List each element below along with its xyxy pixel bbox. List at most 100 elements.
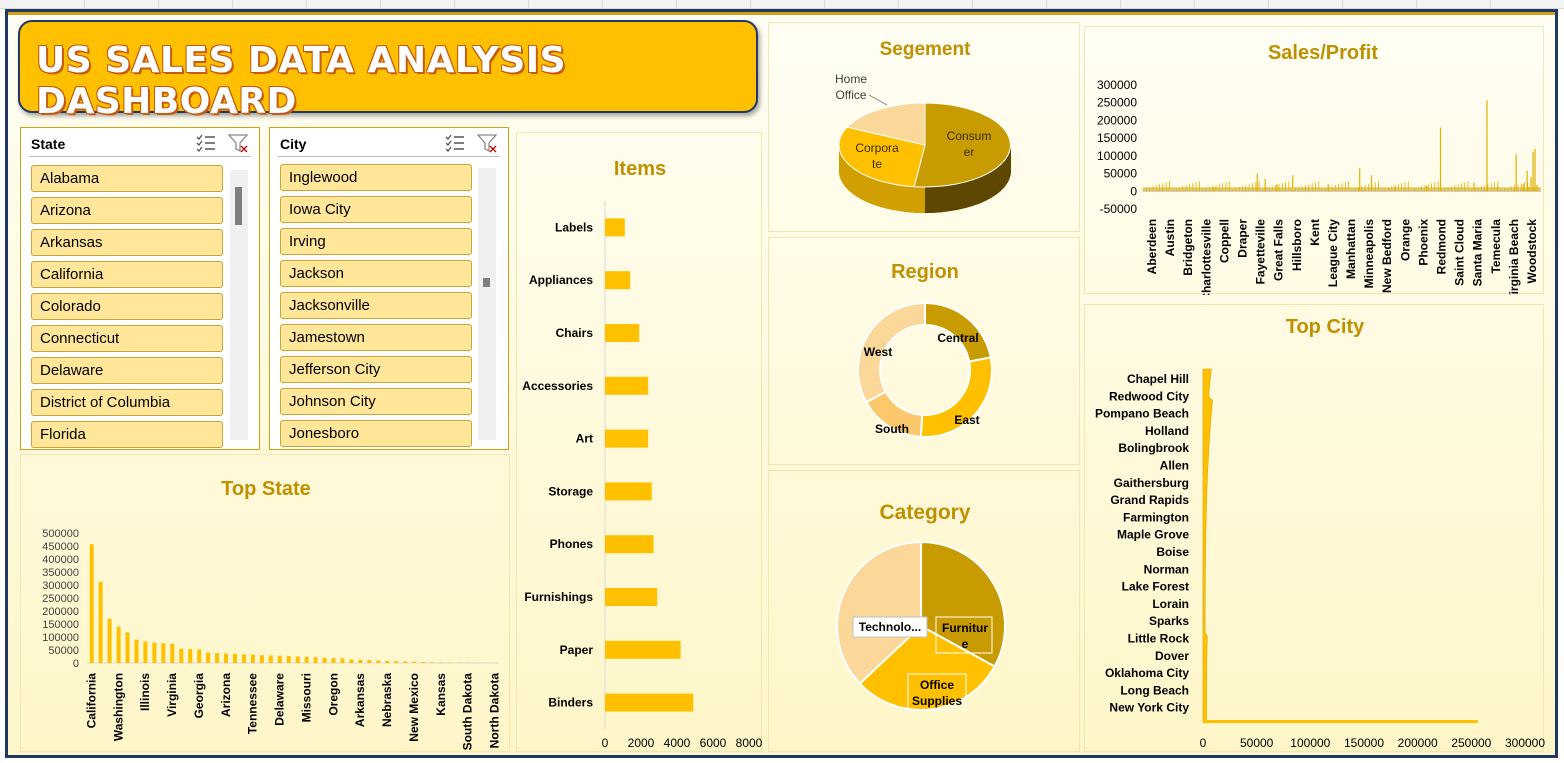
y-tick-label: Paper	[560, 643, 594, 657]
city-slicer-item[interactable]: Jamestown	[280, 324, 472, 351]
slice-label: Central	[937, 331, 978, 345]
x-tick-label: Virginia	[165, 673, 179, 717]
state-bar	[125, 632, 130, 663]
y-tick-label: Binders	[548, 696, 593, 710]
city-slicer-item[interactable]: Jefferson City	[280, 356, 472, 383]
y-tick-label: Allen	[1160, 459, 1189, 473]
city-slicer-item[interactable]: Jonesboro	[280, 420, 472, 447]
state-bar	[403, 661, 408, 663]
y-tick-label: 150000	[42, 619, 79, 631]
state-slicer-item[interactable]: District of Columbia	[31, 389, 223, 416]
state-bar	[447, 662, 452, 663]
pie-side-wall	[925, 145, 1011, 213]
x-tick-label: Kansas	[434, 673, 448, 716]
state-slicer-item[interactable]: Delaware	[31, 357, 223, 384]
state-slicer-item[interactable]: Alabama	[31, 165, 223, 192]
y-tick-label: Chairs	[556, 326, 594, 340]
segment-slice	[846, 102, 926, 146]
chart-title: Top State	[221, 478, 311, 500]
multi-select-icon[interactable]	[444, 132, 466, 154]
pie-side-wall	[839, 145, 925, 213]
y-tick-label: Boise	[1156, 545, 1189, 559]
y-tick-label: -50000	[1100, 202, 1138, 216]
items-chart: ItemsLabelsAppliancesChairsAccessoriesAr…	[522, 158, 762, 750]
state-slicer-item[interactable]: Arkansas	[31, 229, 223, 256]
slice-label: Home	[835, 72, 867, 86]
slice-label: Office	[920, 678, 954, 692]
x-tick-label: 250000	[1451, 736, 1491, 750]
label-box	[852, 616, 928, 638]
state-bar	[421, 662, 426, 663]
x-tick-label: New Bedford	[1380, 219, 1394, 293]
x-tick-label: Oregon	[326, 673, 340, 716]
state-bar	[331, 658, 336, 663]
state-bar	[197, 649, 202, 663]
x-tick-label: Georgia	[192, 673, 206, 719]
x-tick-label: Saint Cloud	[1453, 219, 1467, 286]
y-tick-label: 0	[1130, 184, 1137, 198]
top-state-chart: Top State0500001000001500002000002500003…	[42, 478, 502, 751]
city-slicer-item[interactable]: Inglewood	[280, 164, 472, 191]
state-slicer-title: State	[31, 136, 66, 152]
x-tick-label: Illinois	[138, 673, 152, 711]
clear-filter-icon[interactable]	[227, 132, 249, 154]
city-slicer-item[interactable]: Johnson City	[280, 388, 472, 415]
state-slicer-item[interactable]: Colorado	[31, 293, 223, 320]
city-slicer-item[interactable]: Irving	[280, 228, 472, 255]
city-slicer-scrollbar[interactable]	[478, 168, 496, 440]
chart-title: Segement	[880, 39, 971, 60]
state-bar	[322, 657, 327, 663]
state-bar	[215, 653, 220, 663]
slice-label: te	[872, 157, 882, 171]
item-bar	[605, 218, 625, 237]
state-slicer-scrollbar[interactable]	[230, 170, 248, 440]
clear-filter-icon[interactable]	[476, 132, 498, 154]
state-slicer-item[interactable]: Connecticut	[31, 325, 223, 352]
city-slicer-item[interactable]: Iowa City	[280, 196, 472, 223]
segment-slice	[838, 126, 926, 188]
x-tick-label: Arkansas	[353, 673, 367, 727]
segment-slice	[913, 102, 1011, 188]
y-tick-label: Long Beach	[1120, 683, 1189, 697]
slice-label: e	[962, 637, 969, 651]
state-slicer-item[interactable]: Arizona	[31, 197, 223, 224]
item-bar	[605, 693, 694, 712]
state-bar	[430, 662, 434, 663]
title-banner[interactable]: US SALES DATA ANALYSIS DASHBOARD	[18, 20, 758, 122]
x-tick-label: Draper	[1236, 219, 1250, 258]
state-slicer-item[interactable]: Florida	[31, 421, 223, 448]
city-slicer-item[interactable]: Jackson	[280, 260, 472, 287]
multi-select-icon[interactable]	[195, 132, 217, 154]
state-bar	[152, 642, 157, 663]
y-tick-label: 400000	[42, 554, 79, 566]
y-tick-label: 300000	[1097, 78, 1137, 92]
x-tick-label: South Dakota	[461, 673, 475, 751]
y-tick-label: Redwood City	[1109, 389, 1189, 403]
x-tick-label: 150000	[1344, 736, 1384, 750]
x-tick-label: 0	[1200, 736, 1207, 750]
x-tick-label: 0	[602, 736, 609, 750]
x-tick-label: Missouri	[299, 673, 313, 722]
chart-title: Region	[891, 261, 959, 283]
y-tick-label: Bolingbrook	[1118, 441, 1189, 455]
state-bar	[134, 639, 139, 663]
state-slicer-item[interactable]: California	[31, 261, 223, 288]
item-bar	[605, 271, 631, 290]
x-tick-label: North Dakota	[488, 673, 502, 749]
y-tick-label: Accessories	[522, 379, 593, 393]
city-slicer-item[interactable]: Jacksonville	[280, 292, 472, 319]
state-slicer-scroll-thumb[interactable]	[235, 187, 242, 225]
x-tick-label: Orange	[1398, 219, 1412, 261]
city-slicer-scroll-thumb[interactable]	[483, 278, 490, 287]
y-tick-label: 100000	[42, 632, 79, 644]
